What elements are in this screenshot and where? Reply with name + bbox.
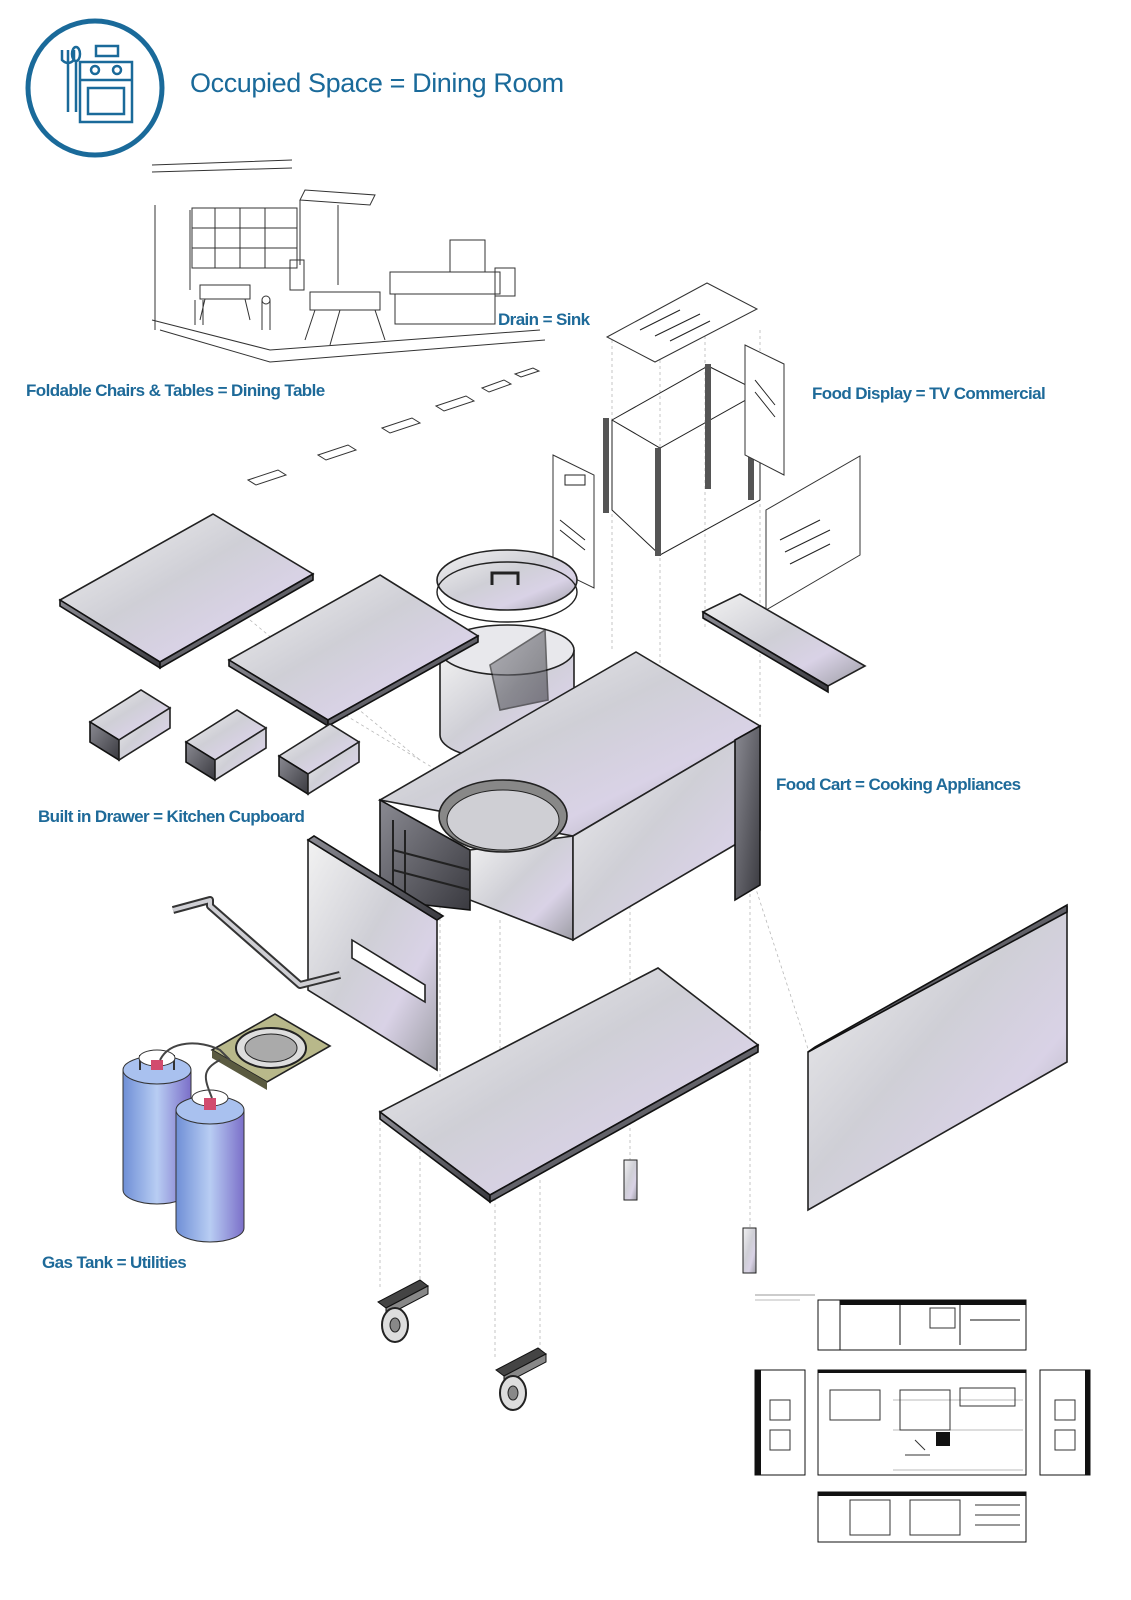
cart-leg-1 [623, 1159, 638, 1201]
elevation-left [754, 1369, 806, 1476]
page-title: Occupied Space = Dining Room [190, 68, 564, 98]
elevation-top [817, 1299, 1027, 1351]
cart-side-panel [306, 835, 445, 1072]
gas-tank-2 [175, 1089, 245, 1243]
food-display-roof [605, 282, 759, 363]
label-food-display: Food Display = TV Commercial [812, 384, 1046, 403]
gas-hose [159, 1042, 231, 1099]
food-display-base-plate [701, 593, 867, 694]
street-dash-marks [246, 367, 541, 486]
foldable-table-top-1 [58, 513, 315, 670]
pot-lid [436, 549, 578, 623]
drawer-1 [88, 689, 172, 762]
caster-wheel-1 [377, 1279, 429, 1343]
plan-main [817, 1369, 1027, 1476]
cart-large-side-panel [807, 903, 1068, 1212]
drawer-3 [277, 723, 361, 796]
drawer-2 [184, 709, 268, 782]
foldable-table-top-2 [227, 574, 480, 728]
kitchen-stove-icon [60, 44, 134, 124]
cart-leg-2 [742, 1227, 757, 1274]
food-display-front-glass [765, 455, 861, 611]
food-display-frame [603, 364, 762, 556]
elevation-bottom [817, 1491, 1027, 1543]
label-foldable-chairs-tables: Foldable Chairs & Tables = Dining Table [26, 381, 325, 400]
cart-base-plate [378, 967, 760, 1204]
street-scene-sketch [151, 159, 546, 363]
logo-circle [25, 18, 165, 158]
label-gas-tank: Gas Tank = Utilities [42, 1253, 187, 1272]
caster-wheel-2 [495, 1347, 547, 1411]
plan-title-line [755, 1294, 815, 1301]
elevation-right [1039, 1369, 1091, 1476]
food-cart-body [377, 651, 762, 942]
label-built-in-drawer: Built in Drawer = Kitchen Cupboard [38, 807, 305, 826]
burner-ring [210, 1013, 332, 1090]
label-food-cart: Food Cart = Cooking Appliances [776, 775, 1021, 794]
food-display-side-panel [552, 454, 595, 589]
cart-handle-pipe [171, 896, 341, 989]
gas-tank-1 [122, 1049, 192, 1205]
label-drain-sink: Drain = Sink [498, 310, 590, 329]
food-display-back-panel [744, 344, 785, 476]
